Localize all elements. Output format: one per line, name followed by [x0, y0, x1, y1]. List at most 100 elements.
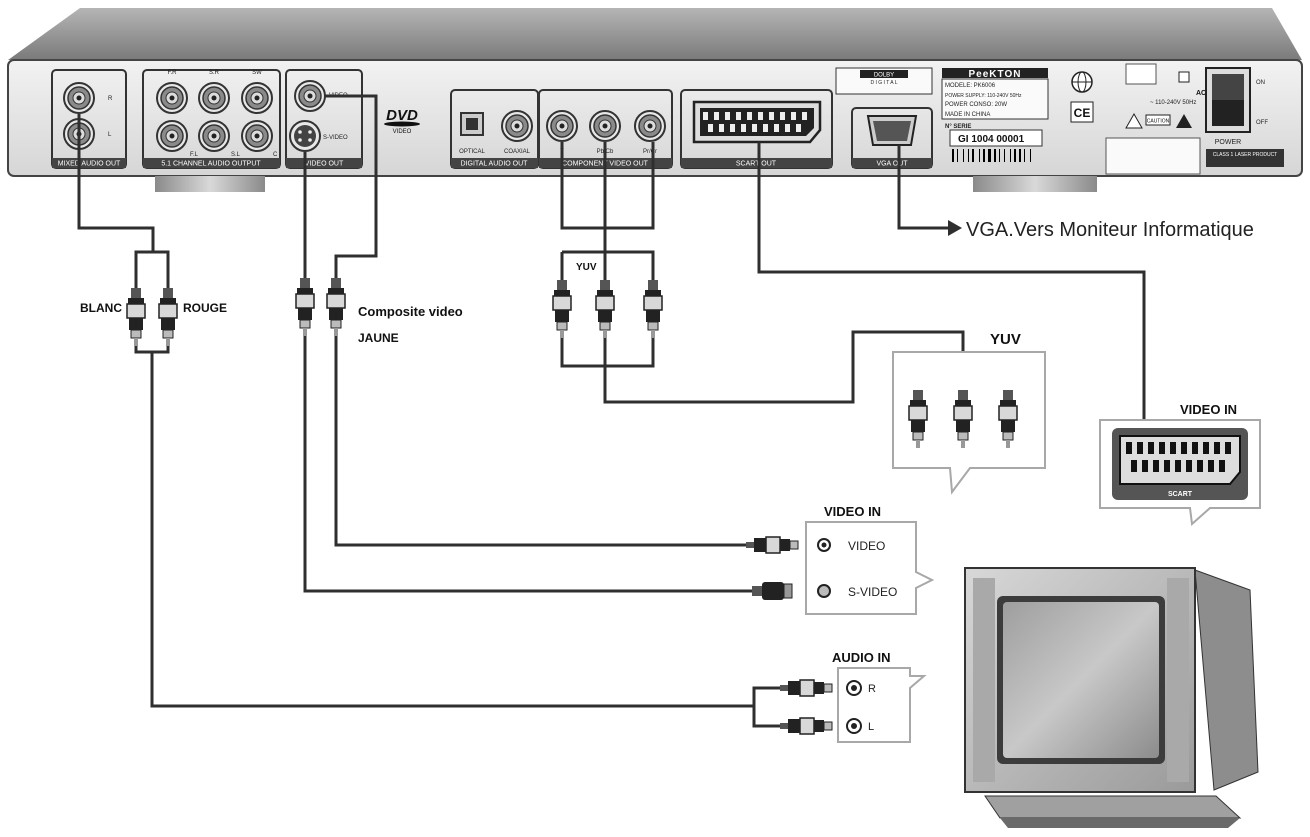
scart-out-group: SCART OUT: [680, 89, 833, 169]
warning-icon: CAUTION: [1125, 112, 1192, 129]
video-out-label-bar: [286, 158, 362, 168]
ce-text: CE: [1074, 106, 1091, 120]
model-sticker: PeeKTON MODELE: PK6006 POWER SUPPLY: 110…: [941, 68, 1049, 162]
ac-range-label: ~ 110-240V 50Hz: [1150, 100, 1196, 106]
scart-pin: [703, 112, 708, 120]
audio-in-l-jack[interactable]: [846, 718, 862, 734]
dolby-logo-text: DOLBY: [874, 73, 894, 79]
pr-jack[interactable]: [634, 110, 666, 142]
yuv-small-label: YUV: [576, 262, 597, 273]
rouge-label: ROUGE: [183, 301, 227, 315]
pb-jack[interactable]: [589, 110, 621, 142]
scart-out-label-bar: [681, 158, 832, 168]
scart-in-pin: [1137, 442, 1143, 454]
vga-arrow-icon: [948, 220, 962, 236]
scart-in-pin: [1203, 442, 1209, 454]
barcode: [952, 149, 1031, 162]
scart-pin: [719, 124, 724, 132]
optical-label: OPTICAL: [459, 149, 485, 155]
scart-in-pin: [1170, 442, 1176, 454]
audio-white-cable-top: [77, 114, 155, 300]
c-jack[interactable]: [241, 120, 273, 152]
audio-in-r-label: R: [868, 683, 876, 695]
scart-pin: [791, 112, 796, 120]
tv-screen: [1003, 602, 1159, 758]
s-video-jack[interactable]: [289, 120, 321, 152]
sr-jack[interactable]: [198, 82, 230, 114]
barcode-bar: [963, 149, 964, 162]
barcode-bar: [988, 149, 991, 162]
sw-label: SW: [252, 70, 262, 76]
scart-in-pin: [1208, 460, 1214, 472]
serie-label: N° SERIE: [945, 124, 971, 130]
video-in-callout-box: [805, 521, 935, 615]
barcode-bar: [1019, 149, 1021, 162]
composite-cable: [334, 330, 752, 547]
component-cable-to-tv: [603, 330, 965, 404]
ch51-label-bar: [143, 158, 280, 168]
vga-out-port[interactable]: [866, 115, 918, 146]
video-in-video-label: VIDEO: [848, 539, 885, 553]
sl-jack[interactable]: [198, 120, 230, 152]
composite-video-jack[interactable]: [294, 80, 326, 112]
scart-pin: [752, 124, 757, 132]
serial-number: GI 1004 00001: [958, 134, 1025, 145]
white-rca-plug: [126, 287, 146, 347]
scart-out-label: SCART OUT: [736, 161, 777, 168]
scart-in-pin: [1181, 442, 1187, 454]
coaxial-jack[interactable]: [501, 110, 533, 142]
scart-pin: [758, 112, 763, 120]
s-video-tv-plug: [752, 582, 793, 600]
dvd-logo-text: DVD: [386, 107, 418, 124]
fr-jack[interactable]: [156, 82, 188, 114]
brand-name: PeeKTON: [969, 69, 1022, 80]
vga-out-label: VGA OUT: [876, 161, 908, 168]
y-jack[interactable]: [546, 110, 578, 142]
barcode-bar: [972, 149, 974, 162]
video-in-jack[interactable]: [817, 538, 831, 552]
mixed-audio-label-bar: [52, 158, 126, 168]
scart-in-pin: [1159, 442, 1165, 454]
scart-in-pin: [1197, 460, 1203, 472]
mixed-audio-out-group: MIXED AUDIO OUT R L: [51, 69, 127, 169]
video-in-s-video-label: S-VIDEO: [848, 585, 897, 599]
video-in-callout: VIDEO IN VIDEO S-VIDEO: [805, 504, 935, 615]
s-video-in-jack[interactable]: [817, 584, 831, 598]
player-foot-right: [973, 176, 1097, 192]
double-insulation-icon: [1178, 71, 1190, 83]
sw-jack[interactable]: [241, 82, 273, 114]
scart-pin: [769, 112, 774, 120]
sr-label: S.R: [209, 70, 220, 76]
scart-video-in-label: VIDEO IN: [1180, 402, 1237, 417]
fr-label: F.R: [168, 70, 178, 76]
scart-in-pin: [1153, 460, 1159, 472]
scart-pin: [714, 112, 719, 120]
scart-in-pin: [1214, 442, 1220, 454]
ch51-output-group: 5.1 CHANNEL AUDIO OUTPUT F.R S.R SW F.L …: [142, 69, 281, 169]
jaune-label: JAUNE: [358, 331, 399, 345]
composite-video-label: Composite video: [358, 304, 463, 319]
barcode-bar: [983, 149, 985, 162]
scart-pin: [796, 124, 801, 132]
blanc-label: BLANC: [80, 301, 122, 315]
audio-in-l-label: L: [868, 721, 874, 733]
pr-label: Pr/Cr: [643, 149, 657, 155]
class-laser-text: CLASS 1 LASER PRODUCT: [1213, 152, 1277, 158]
vga-cable: [897, 145, 950, 230]
tv-left-speaker: [973, 578, 995, 782]
power-conso-text: POWER CONSO: 20W: [945, 102, 1007, 108]
yuv-callout: YUV: [892, 331, 1046, 495]
s-video-cable: [303, 330, 758, 593]
caution-text: CAUTION: [1147, 119, 1170, 125]
optical-port[interactable]: [460, 112, 484, 136]
power-switch[interactable]: [1205, 67, 1251, 133]
digital-audio-out-label: DIGITAL AUDIO OUT: [461, 161, 529, 168]
audio-in-r-jack[interactable]: [846, 680, 862, 696]
scart-out-port[interactable]: [692, 100, 822, 144]
fl-jack[interactable]: [156, 120, 188, 152]
scart-pin: [708, 124, 713, 132]
brand-bar: [942, 68, 1048, 78]
vga-destination-label: VGA.Vers Moniteur Informatique: [966, 219, 1254, 241]
mixed-audio-r-jack[interactable]: [63, 82, 95, 114]
audio-in-callout: AUDIO IN R L: [779, 650, 927, 743]
